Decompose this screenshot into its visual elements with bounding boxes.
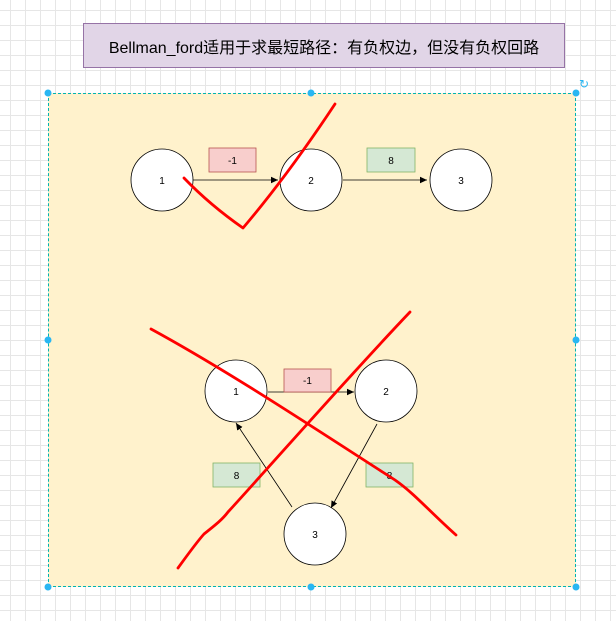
node-label: 1 xyxy=(159,176,165,187)
node-2[interactable]: 2 xyxy=(354,359,418,423)
resize-handle-bottom-right[interactable] xyxy=(572,583,580,591)
strike-mark-bottom-diagonal xyxy=(149,327,458,537)
diagram-title[interactable]: Bellman_ford适用于求最短路径：有负权边，但没有负权回路 xyxy=(83,23,565,68)
weight-text: -1 xyxy=(303,376,312,387)
weight-text: 8 xyxy=(234,471,240,482)
weight-label-1-2[interactable]: -1 xyxy=(283,368,332,393)
strike-mark-bottom-antidiagonal xyxy=(176,310,412,570)
node-label: 2 xyxy=(308,176,314,187)
node-label: 3 xyxy=(312,530,318,541)
node-1[interactable]: 1 xyxy=(204,359,268,423)
resize-handle-bottom[interactable] xyxy=(307,583,315,591)
edge-2-3[interactable] xyxy=(330,423,378,509)
resize-handle-top[interactable] xyxy=(307,89,315,97)
resize-handle-top-right[interactable] xyxy=(572,89,580,97)
resize-handle-bottom-left[interactable] xyxy=(44,583,52,591)
weight-text: -1 xyxy=(228,156,237,167)
strike-mark-top xyxy=(182,102,337,230)
node-1[interactable]: 1 xyxy=(130,148,194,212)
resize-handle-right[interactable] xyxy=(572,336,580,344)
resize-handle-left[interactable] xyxy=(44,336,52,344)
weight-label-1-2[interactable]: -1 xyxy=(208,147,257,173)
node-2[interactable]: 2 xyxy=(279,148,343,212)
node-label: 2 xyxy=(383,387,389,398)
edge-3-1[interactable] xyxy=(235,422,293,508)
node-label: 1 xyxy=(233,387,239,398)
title-text: Bellman_ford适用于求最短路径：有负权边，但没有负权回路 xyxy=(108,39,540,57)
top-graph: -1 8 1 2 3 xyxy=(130,102,493,230)
node-3[interactable]: 3 xyxy=(283,502,347,566)
weight-text: 8 xyxy=(388,156,394,167)
weight-label-2-3[interactable]: 8 xyxy=(366,147,416,173)
bottom-graph: -1 8 8 1 2 3 xyxy=(149,310,458,570)
node-label: 3 xyxy=(458,176,464,187)
weight-label-3-1[interactable]: 8 xyxy=(212,462,261,488)
rotate-icon[interactable]: ↻ xyxy=(578,77,590,91)
node-3[interactable]: 3 xyxy=(429,148,493,212)
resize-handle-top-left[interactable] xyxy=(44,89,52,97)
